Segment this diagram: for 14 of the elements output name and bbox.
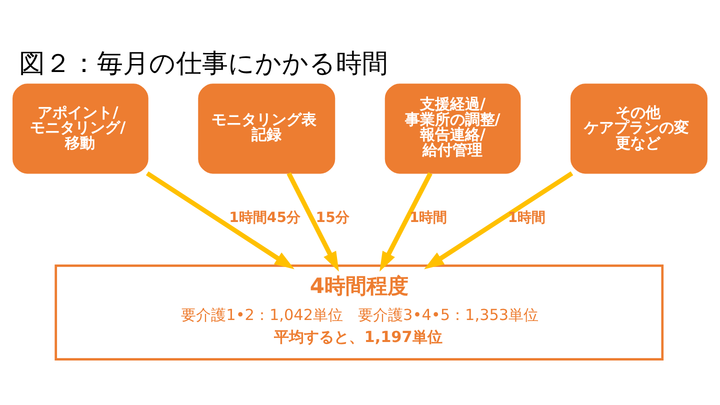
arrow [286, 172, 339, 272]
arrow [146, 170, 294, 269]
node-box: アポイント/モニタリング/移動 [12, 83, 148, 174]
node-box: 4時間程度 要介護1•2：1,042単位 要介護3•4•5：1,353単位 平均すると、1,197単位 [54, 264, 664, 360]
node-box: モニタリング表記録 [198, 83, 336, 174]
diagram-title: 図２：毎月の仕事にかかる時間 [18, 48, 388, 78]
edge-label: 1時間 [409, 209, 448, 226]
node-box: その他 ケアプランの変更など [570, 83, 708, 174]
node-box: 支援経過/事業所の調整/報告連絡/給付管理 [384, 83, 521, 174]
arrow [380, 172, 432, 272]
edge-label: 15分 [316, 209, 350, 226]
edge-label: 1時間45分 [229, 209, 300, 226]
arrow [424, 170, 574, 269]
edge-label: 1時間 [508, 209, 546, 226]
